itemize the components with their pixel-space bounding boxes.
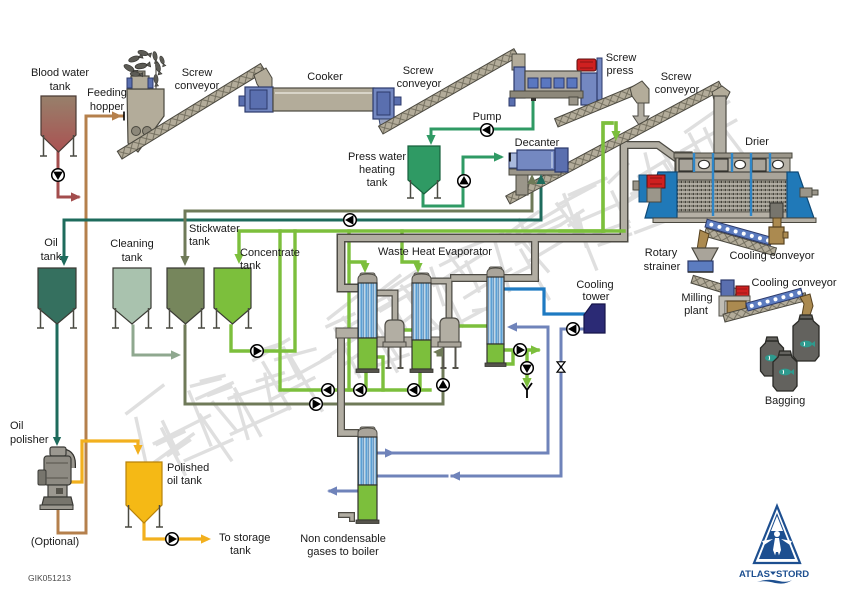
svg-text:Feeding: Feeding [87, 87, 127, 99]
svg-text:Stickwater: Stickwater [189, 223, 240, 235]
svg-text:hopper: hopper [90, 101, 125, 113]
svg-text:Pump: Pump [473, 111, 502, 123]
svg-text:Drier: Drier [745, 136, 769, 148]
svg-text:Cooker: Cooker [307, 71, 343, 83]
svg-text:tank: tank [41, 251, 62, 263]
svg-text:Non condensable: Non condensable [300, 533, 386, 545]
svg-text:conveyor: conveyor [175, 80, 220, 92]
svg-text:tank: tank [189, 236, 210, 248]
svg-text:To storage: To storage [219, 532, 270, 544]
svg-text:STORD: STORD [776, 569, 809, 580]
svg-text:Cooling conveyor: Cooling conveyor [730, 250, 815, 262]
svg-text:(Optional): (Optional) [31, 536, 79, 548]
svg-text:Screw: Screw [182, 67, 213, 79]
svg-text:Polished: Polished [167, 462, 209, 474]
svg-text:Blood water: Blood water [31, 67, 89, 79]
svg-text:heating: heating [359, 164, 395, 176]
svg-text:Concentrate: Concentrate [240, 247, 300, 259]
svg-text:Bagging: Bagging [765, 395, 805, 407]
svg-text:Oil: Oil [10, 420, 23, 432]
svg-text:tank: tank [122, 252, 143, 264]
svg-text:tower: tower [583, 291, 610, 303]
svg-text:tank: tank [240, 260, 261, 272]
svg-text:Oil: Oil [44, 237, 57, 249]
svg-text:Screw: Screw [661, 71, 692, 83]
svg-text:tank: tank [367, 177, 388, 189]
svg-text:Milling: Milling [681, 292, 712, 304]
svg-text:conveyor: conveyor [655, 84, 700, 96]
svg-text:strainer: strainer [644, 261, 681, 273]
svg-text:tank: tank [50, 81, 71, 93]
svg-text:Press water: Press water [348, 151, 406, 163]
svg-text:ATLAS: ATLAS [739, 569, 770, 580]
svg-text:Cleaning: Cleaning [110, 238, 153, 250]
svg-text:Waste Heat Evaporator: Waste Heat Evaporator [378, 246, 492, 258]
svg-text:press: press [607, 65, 634, 77]
svg-text:Decanter: Decanter [515, 137, 560, 149]
svg-text:Screw: Screw [403, 65, 434, 77]
svg-text:Cooling conveyor: Cooling conveyor [752, 277, 837, 289]
svg-text:GIK051213: GIK051213 [28, 573, 71, 583]
svg-text:polisher: polisher [10, 434, 49, 446]
svg-text:gases to boiler: gases to boiler [307, 546, 379, 558]
svg-text:conveyor: conveyor [397, 78, 442, 90]
svg-text:Screw: Screw [606, 52, 637, 64]
svg-text:plant: plant [684, 305, 708, 317]
svg-text:oil tank: oil tank [167, 475, 202, 487]
svg-text:Rotary: Rotary [645, 247, 678, 259]
svg-text:Cooling: Cooling [576, 279, 613, 291]
svg-text:tank: tank [230, 545, 251, 557]
